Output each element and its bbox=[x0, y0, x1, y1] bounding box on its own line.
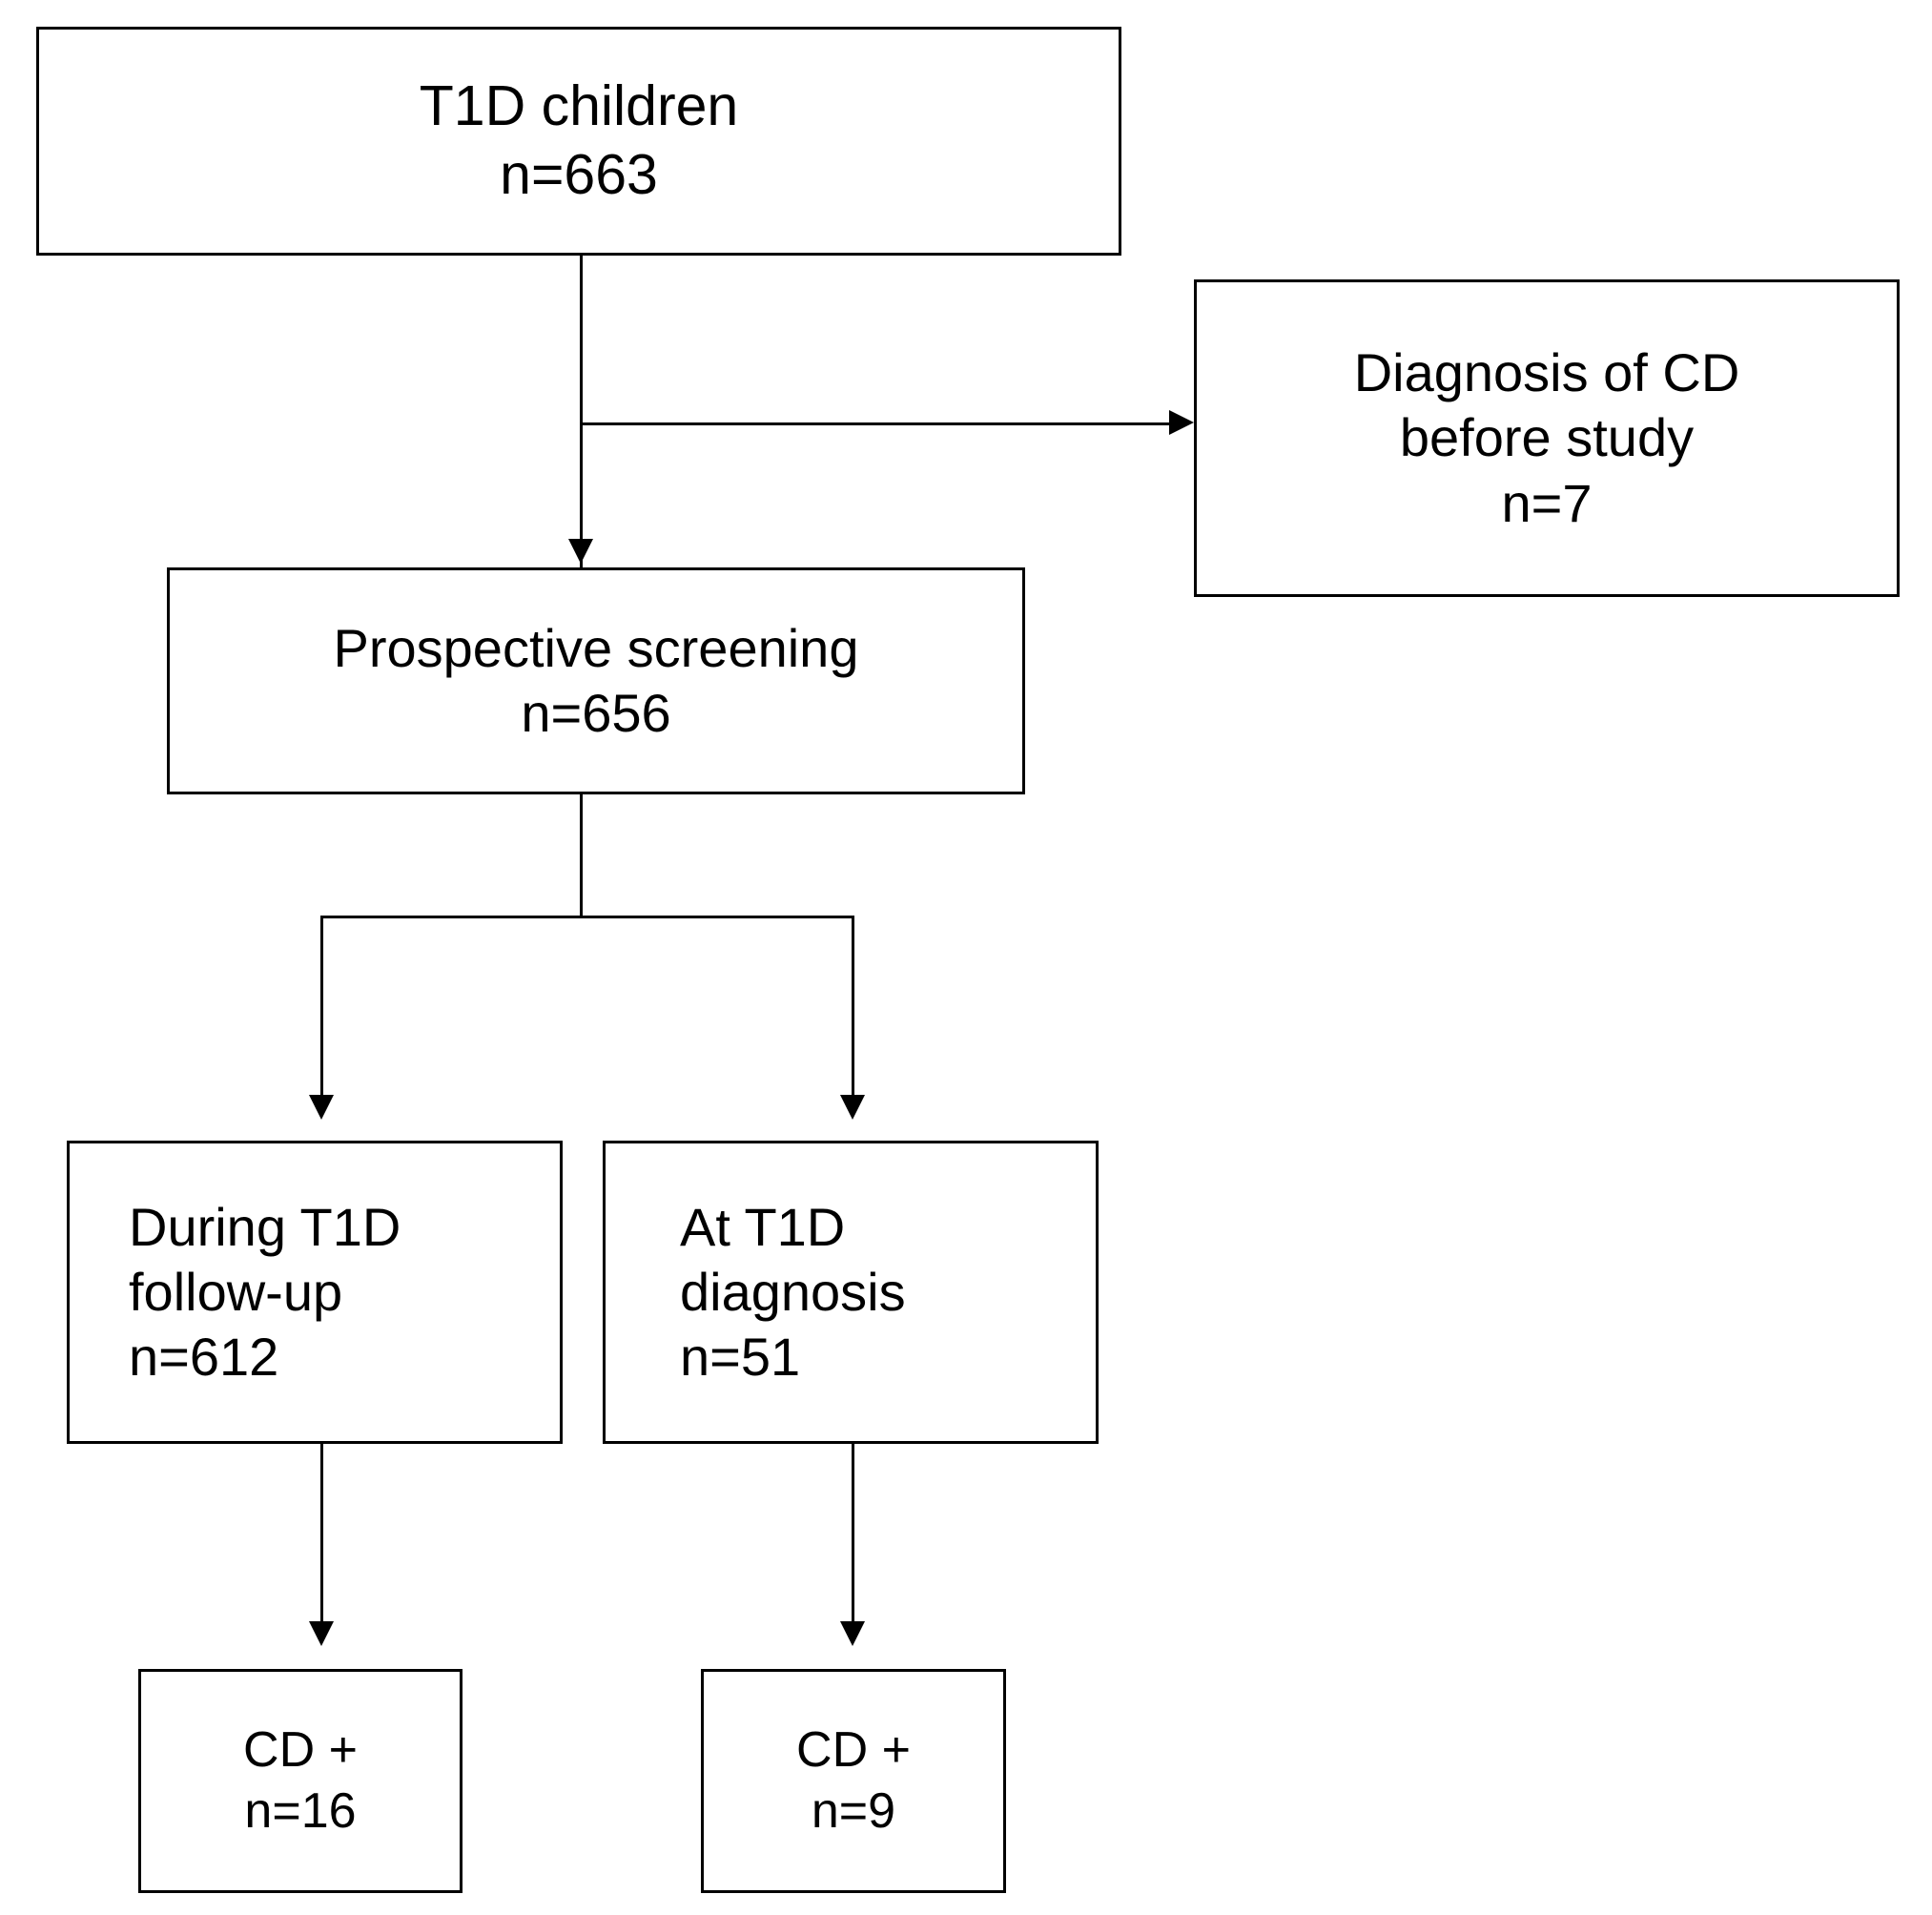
arrowhead-to-at-diagnosis bbox=[840, 1095, 865, 1120]
node-prospective-screening: Prospective screening n=656 bbox=[167, 567, 1025, 794]
node-cd-plus-followup-line1: CD + bbox=[243, 1722, 358, 1779]
node-at-t1d-diagnosis-line1: At T1D bbox=[680, 1196, 846, 1257]
node-cd-before-study-line1: Diagnosis of CD bbox=[1353, 342, 1740, 403]
node-cd-plus-diagnosis-line2: n=9 bbox=[811, 1782, 896, 1839]
arrowhead-to-cd-plus-diagnosis bbox=[840, 1621, 865, 1646]
node-t1d-children: T1D children n=663 bbox=[36, 27, 1121, 256]
node-during-t1d-followup: During T1D follow-up n=612 bbox=[67, 1141, 563, 1444]
node-at-t1d-diagnosis: At T1D diagnosis n=51 bbox=[603, 1141, 1099, 1444]
arrowhead-to-cd-before-study bbox=[1169, 410, 1194, 435]
connector-followup-to-cd-plus bbox=[320, 1444, 323, 1635]
node-cd-before-study-line3: n=7 bbox=[1501, 472, 1593, 533]
connector-root-to-cd-before-study bbox=[580, 422, 1186, 425]
arrowhead-to-cd-plus-followup bbox=[309, 1621, 334, 1646]
node-t1d-children-line2: n=663 bbox=[500, 143, 658, 206]
connector-to-during-followup bbox=[320, 916, 323, 1106]
connector-root-to-screening bbox=[580, 256, 583, 570]
arrowhead-to-during-followup bbox=[309, 1095, 334, 1120]
connector-to-at-diagnosis bbox=[852, 916, 854, 1106]
node-at-t1d-diagnosis-line2: diagnosis bbox=[680, 1261, 906, 1322]
node-during-t1d-followup-line3: n=612 bbox=[129, 1327, 279, 1388]
node-prospective-screening-line2: n=656 bbox=[521, 683, 671, 743]
node-cd-before-study-line2: before study bbox=[1399, 407, 1695, 468]
node-t1d-children-line1: T1D children bbox=[419, 74, 739, 138]
arrowhead-to-prospective-screening bbox=[568, 539, 593, 564]
node-cd-before-study: Diagnosis of CD before study n=7 bbox=[1194, 279, 1900, 597]
node-prospective-screening-line1: Prospective screening bbox=[333, 617, 859, 678]
node-at-t1d-diagnosis-line3: n=51 bbox=[680, 1327, 801, 1388]
connector-screening-stem bbox=[580, 794, 583, 918]
connector-diagnosis-to-cd-plus bbox=[852, 1444, 854, 1635]
node-cd-plus-diagnosis-line1: CD + bbox=[796, 1722, 911, 1779]
node-cd-plus-followup-line2: n=16 bbox=[244, 1782, 357, 1839]
node-cd-plus-diagnosis: CD + n=9 bbox=[701, 1669, 1006, 1893]
node-during-t1d-followup-line1: During T1D bbox=[129, 1196, 401, 1257]
node-cd-plus-followup: CD + n=16 bbox=[138, 1669, 462, 1893]
connector-screening-split bbox=[320, 916, 854, 918]
node-during-t1d-followup-line2: follow-up bbox=[129, 1261, 343, 1322]
